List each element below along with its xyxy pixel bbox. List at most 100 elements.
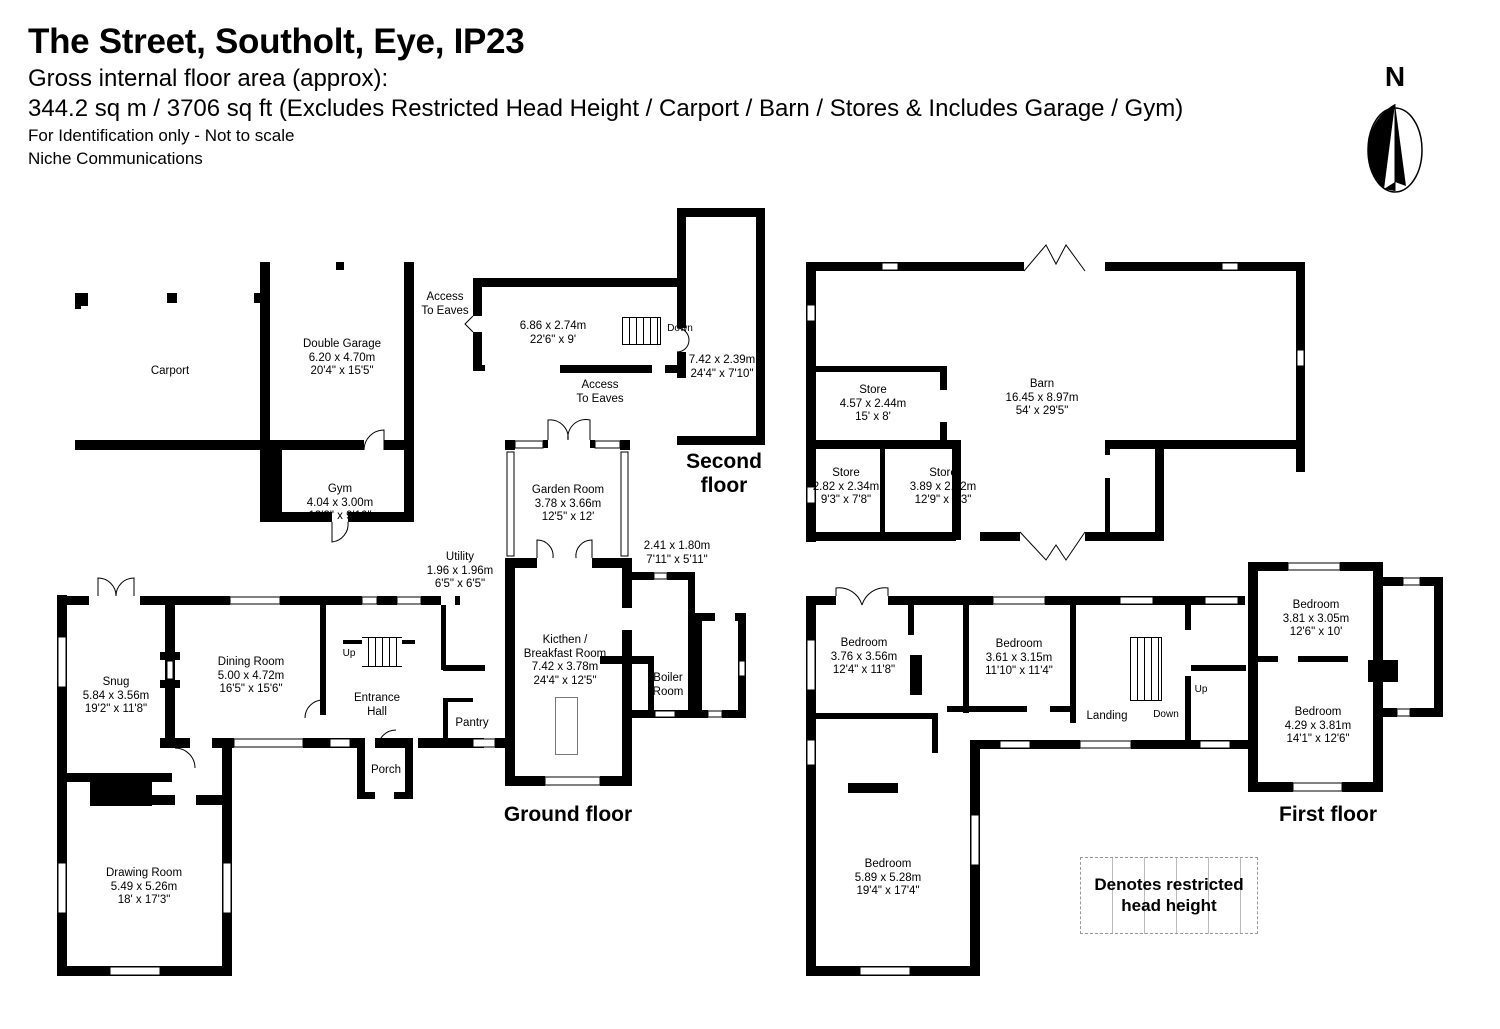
room-name: Drawing Room — [105, 867, 183, 879]
room-name: Barn — [1029, 378, 1055, 390]
room-name: Garden Room — [531, 484, 605, 496]
room-name: Store — [859, 384, 887, 396]
compass: N — [1350, 61, 1440, 193]
room-bedroom-5: Bedroom 5.89 x 5.28m 19'4" x 17'4" — [855, 858, 921, 899]
room-metric: 5.49 x 5.26m — [110, 880, 178, 893]
stairs-down-label: Down — [667, 323, 693, 334]
agent-name: Niche Communications — [28, 149, 203, 168]
room-name: Bedroom — [840, 637, 888, 649]
room-imperial: 9'3" x 7'8" — [820, 494, 872, 506]
room-imperial: 18' x 17'3" — [117, 894, 171, 906]
room-imperial: 54' x 29'5" — [1015, 405, 1069, 417]
stairs-up-label: Up — [342, 648, 356, 659]
entrance-stairs — [362, 637, 402, 667]
eaves-label: To Eaves — [576, 392, 624, 405]
room-metric: 2.82 x 2.34m — [812, 480, 880, 493]
room-dining: Dining Room 5.00 x 4.72m 16'5" x 15'6" — [218, 656, 284, 697]
room-name: Boiler — [653, 672, 683, 684]
header: The Street, Southolt, Eye, IP23 Gross in… — [28, 22, 1183, 170]
room-name: Double Garage — [303, 338, 381, 350]
room-drawing: Drawing Room 5.49 x 5.26m 18' x 17'3" — [106, 867, 182, 908]
room-imperial: 24'4" x 12'5" — [533, 674, 597, 687]
room-name: Entrance — [353, 692, 401, 704]
eaves-label: Access — [426, 291, 464, 303]
room-imperial: 15' x 8' — [855, 411, 891, 423]
legend-text: Denotes restricted head height — [1081, 874, 1257, 916]
room-name: Bedroom — [1294, 706, 1342, 718]
room-carport: Carport — [151, 365, 189, 379]
room-metric: 1.96 x 1.96m — [426, 564, 494, 577]
eaves-label: Access — [581, 379, 619, 391]
room-imperial: 7'11" x 5'11" — [646, 553, 708, 566]
area-value: 344.2 sq m / 3706 sq ft (Excludes Restri… — [28, 95, 1184, 122]
ground-floor-title: Ground floor — [503, 803, 633, 826]
room-name: Bedroom — [864, 858, 912, 870]
room-imperial: 12'4" x 11'8" — [832, 664, 896, 676]
room-name: Hall — [367, 705, 387, 718]
room-name: Bedroom — [1292, 599, 1340, 611]
room-imperial: 12'9" x 9'3" — [914, 494, 972, 506]
room-metric: 4.57 x 2.44m — [839, 397, 907, 410]
room-store-3: Store 3.89 x 2.82m 12'9" x 9'3" — [910, 467, 976, 508]
room-name: Utility — [445, 551, 475, 563]
room-imperial: 16'5" x 15'6" — [219, 683, 283, 695]
room-metric: 7.42 x 2.39m — [688, 354, 756, 366]
room-store-1: Store 4.57 x 2.44m 15' x 8' — [840, 384, 906, 425]
room-imperial: 19'4" x 17'4" — [856, 885, 920, 897]
room-metric: 3.61 x 3.15m — [985, 651, 1053, 664]
attic-stairs — [622, 317, 661, 345]
room-name: Snug — [102, 676, 130, 688]
legend-line: Denotes restricted — [1094, 875, 1244, 894]
room-bedroom-1: Bedroom 3.76 x 3.56m 12'4" x 11'8" — [831, 637, 897, 678]
north-arrow-icon — [1367, 104, 1423, 193]
room-metric: 7.42 x 3.78m — [531, 661, 599, 673]
first-floor-title: First floor — [1279, 803, 1377, 826]
access-eaves-bottom: Access To Eaves — [576, 379, 623, 406]
room-imperial: 20'4" x 15'5" — [310, 365, 374, 377]
room-metric: 5.00 x 4.72m — [217, 669, 285, 682]
room-imperial: 24'4" x 7'10" — [690, 367, 754, 380]
room-name: Gym — [327, 483, 353, 495]
room-name: Dining Room — [217, 656, 285, 668]
room-metric: 4.29 x 3.81m — [1284, 719, 1352, 732]
room-metric: 6.86 x 2.74m — [519, 320, 587, 332]
room-barn: Barn 16.45 x 8.97m 54' x 29'5" — [1006, 378, 1079, 419]
room-imperial: 19'2" x 11'8" — [84, 703, 148, 715]
room-porch: Porch — [370, 764, 402, 776]
room-metric: 4.04 x 3.00m — [306, 496, 374, 509]
room-name: Carport — [150, 365, 190, 377]
room-imperial: 11'10" x 11'4" — [985, 665, 1053, 677]
room-garden-room: Garden Room 3.78 x 3.66m 12'5" x 12' — [532, 484, 604, 525]
room-metric: 3.89 x 2.82m — [909, 480, 977, 493]
second-floor-title: Second floor — [686, 450, 762, 498]
room-name: Breakfast Room — [523, 647, 607, 660]
stairs-up-label: Up — [1194, 684, 1208, 695]
north-label: N — [1384, 61, 1406, 92]
room-name: Store — [929, 467, 957, 479]
room-kitchen: Kicthen / Breakfast Room 7.42 x 3.78m 24… — [524, 634, 606, 688]
room-gym: Gym 4.04 x 3.00m 13'3" x 9'10" — [307, 483, 373, 524]
room-name: Kicthen / — [542, 634, 588, 646]
room-snug: Snug 5.84 x 3.56m 19'2" x 11'8" — [83, 676, 149, 717]
kitchen-island — [555, 697, 578, 755]
room-pantry: Pantry — [455, 717, 489, 729]
room-attic-1: 6.86 x 2.74m 22'6" x 9' — [520, 320, 586, 347]
floor-title-line: floor — [700, 474, 748, 497]
room-entrance-hall: Entrance Hall — [354, 692, 400, 719]
room-double-garage: Double Garage 6.20 x 4.70m 20'4" x 15'5" — [303, 338, 381, 379]
room-name: Store — [832, 467, 860, 479]
floor-title-line: Second — [686, 450, 762, 473]
room-metric: 3.78 x 3.66m — [534, 497, 602, 510]
stairs-down-label: Down — [1153, 709, 1179, 720]
room-241: 2.41 x 1.80m 7'11" x 5'11" — [644, 540, 710, 567]
room-bedroom-3: Bedroom 3.81 x 3.05m 12'6" x 10' — [1283, 599, 1349, 640]
restricted-height-legend: Denotes restricted head height — [1080, 857, 1258, 934]
room-imperial: 12'6" x 10' — [1289, 626, 1343, 638]
eaves-label: To Eaves — [421, 304, 469, 317]
room-name: Room — [652, 685, 684, 698]
room-attic-2: 7.42 x 2.39m 24'4" x 7'10" — [689, 354, 755, 381]
room-bedroom-4: Bedroom 4.29 x 3.81m 14'1" x 12'6" — [1285, 706, 1351, 747]
property-title: The Street, Southolt, Eye, IP23 — [28, 22, 525, 61]
room-landing: Landing — [1086, 710, 1128, 722]
room-metric: 3.81 x 3.05m — [1282, 612, 1350, 625]
